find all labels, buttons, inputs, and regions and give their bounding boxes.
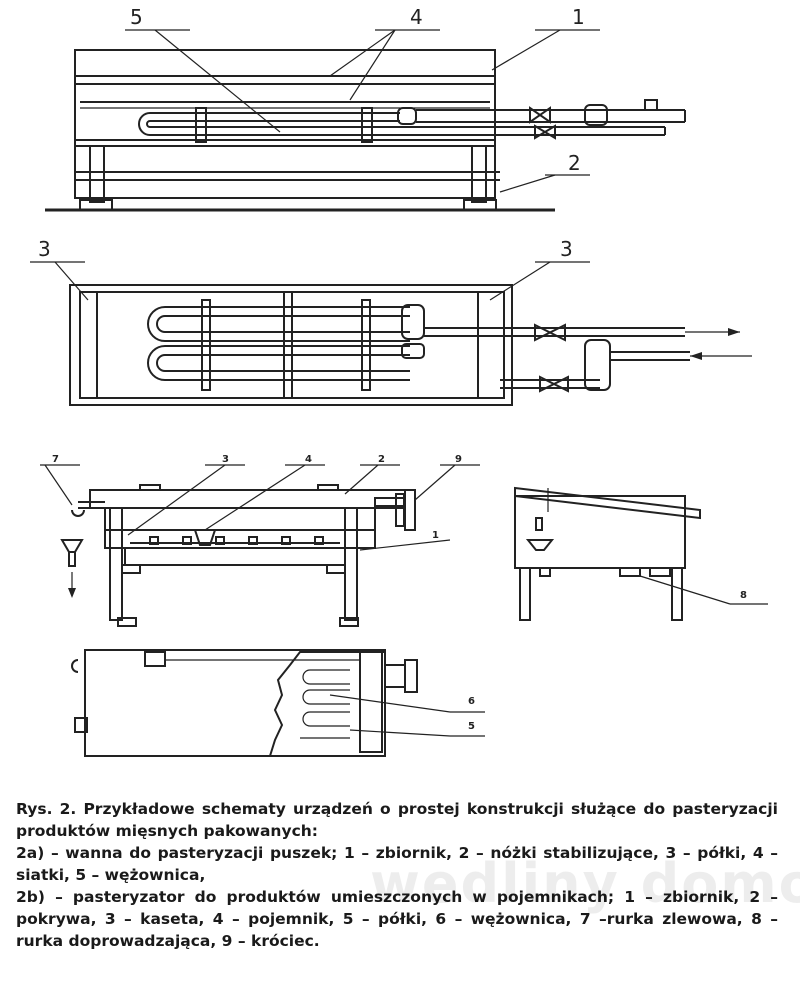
label-8-feed-pipe: 8 [740, 590, 747, 601]
tank-side-view [45, 49, 686, 212]
technical-drawing: 5 4 1 2 3 [30, 5, 768, 757]
pasteurizer-side-view [514, 486, 768, 621]
label-2-legs: 2 [568, 151, 581, 175]
label-4-nets: 4 [410, 5, 423, 29]
label-4-container: 4 [305, 454, 312, 465]
label-7-drain-pipe: 7 [52, 454, 59, 465]
label-5-coil: 5 [130, 5, 143, 29]
label-3-shelf-left: 3 [38, 237, 51, 261]
label-5-shelves-b: 5 [468, 721, 475, 732]
leader-lines-top [125, 29, 600, 193]
leader-lines-front [40, 464, 480, 551]
label-1-tank-b: 1 [432, 530, 439, 541]
caption-title: Rys. 2. Przykładowe schematy urządzeń o … [16, 800, 778, 840]
label-2-lid: 2 [378, 454, 385, 465]
figure-caption: Rys. 2. Przykładowe schematy urządzeń o … [0, 780, 800, 982]
label-3-cassette: 3 [222, 454, 229, 465]
pasteurizer-front-view [60, 484, 416, 627]
label-6-coil-b: 6 [468, 696, 475, 707]
tank-plan-view [69, 284, 752, 406]
leader-lines-plan-b [329, 694, 485, 737]
label-1-tank: 1 [572, 5, 585, 29]
pasteurizer-plan-view [71, 649, 418, 757]
label-9-stub-pipe: 9 [455, 454, 462, 465]
caption-2b: 2b) – pasteryzator do produktów umieszcz… [16, 888, 778, 950]
caption-2a: 2a) – wanna do pasteryzacji puszek; 1 – … [16, 844, 778, 884]
label-3-shelf-right: 3 [560, 237, 573, 261]
leader-lines-plan [30, 261, 590, 301]
